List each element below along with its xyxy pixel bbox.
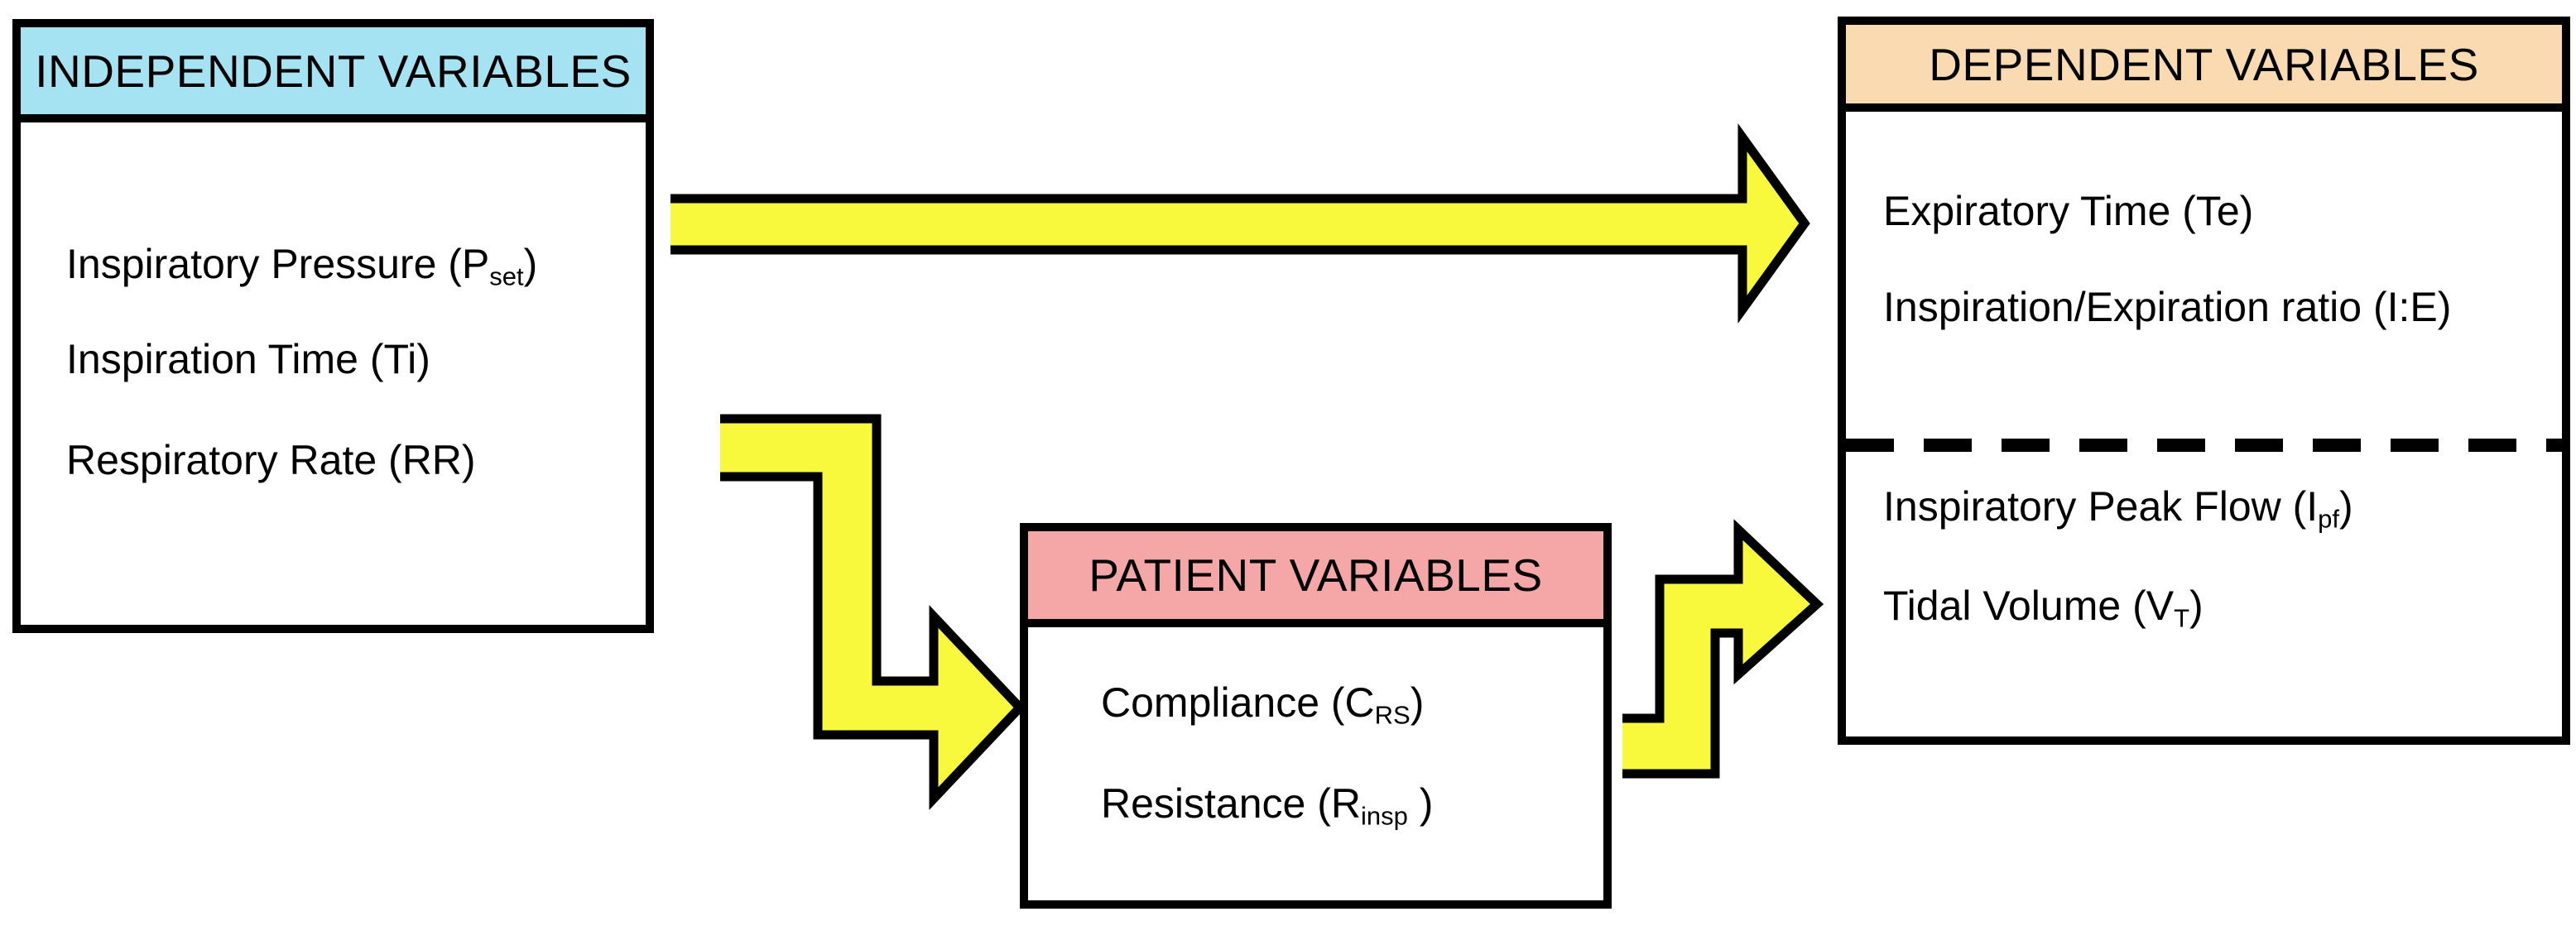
item-text: Tidal Volume (V — [1883, 583, 2175, 629]
item-text: Inspiratory Peak Flow (I — [1883, 483, 2319, 530]
patient-variables-header: PATIENT VARIABLES — [1028, 531, 1603, 627]
item-text-post: ) — [1410, 679, 1425, 726]
item-text: Compliance (C — [1101, 679, 1375, 726]
list-item-inspiratory-peak-flow: Inspiratory Peak Flow (Ipf) — [1883, 483, 2353, 532]
dashed-divider — [1846, 439, 2562, 452]
item-text-post: ) — [2189, 583, 2204, 629]
item-subscript: pf — [2318, 504, 2340, 534]
patient-variables-box: PATIENT VARIABLES Compliance (CRS) Resis… — [1020, 523, 1612, 909]
list-item-respiratory-rate: Respiratory Rate (RR) — [66, 438, 476, 483]
independent-variables-header: INDEPENDENT VARIABLES — [21, 27, 646, 122]
list-item-ie-ratio: Inspiration/Expiration ratio (I:E) — [1883, 285, 2451, 330]
list-item-compliance: Compliance (CRS) — [1101, 679, 1425, 728]
item-subscript: set — [489, 261, 524, 291]
list-item-tidal-volume: Tidal Volume (VT) — [1883, 583, 2204, 631]
dependent-variables-header: DEPENDENT VARIABLES — [1846, 25, 2562, 112]
item-text: Inspiration/Expiration ratio (I:E) — [1883, 284, 2452, 330]
dependent-variables-title: DEPENDENT VARIABLES — [1929, 38, 2479, 90]
arrow-patient-to-dependent — [1622, 519, 1824, 779]
list-item-inspiration-time: Inspiration Time (Ti) — [66, 337, 430, 382]
item-subscript: insp — [1361, 801, 1408, 831]
list-item-resistance: Resistance (Rinsp ) — [1101, 780, 1434, 829]
item-text: Inspiration Time (Ti) — [66, 336, 430, 382]
item-text: Resistance (R — [1101, 780, 1361, 827]
item-text: Respiratory Rate (RR) — [66, 437, 476, 483]
item-text: Inspiratory Pressure (P — [66, 241, 490, 287]
item-text: Expiratory Time (Te) — [1883, 188, 2254, 234]
independent-variables-box: INDEPENDENT VARIABLES Inspiratory Pressu… — [12, 19, 654, 633]
dependent-variables-box: DEPENDENT VARIABLES Expiratory Time (Te)… — [1838, 17, 2570, 745]
patient-variables-title: PATIENT VARIABLES — [1089, 549, 1543, 601]
item-text-post: ) — [1407, 780, 1434, 827]
item-text-post: ) — [523, 241, 538, 287]
item-text-post: ) — [2339, 483, 2353, 530]
item-subscript: RS — [1374, 700, 1411, 730]
independent-variables-title: INDEPENDENT VARIABLES — [35, 45, 632, 97]
item-subscript: T — [2174, 603, 2190, 633]
arrow-independent-to-dependent — [670, 122, 1810, 324]
arrow-independent-to-patient — [720, 414, 1026, 810]
list-item-inspiratory-pressure: Inspiratory Pressure (Pset) — [66, 241, 538, 290]
list-item-expiratory-time: Expiratory Time (Te) — [1883, 189, 2253, 234]
